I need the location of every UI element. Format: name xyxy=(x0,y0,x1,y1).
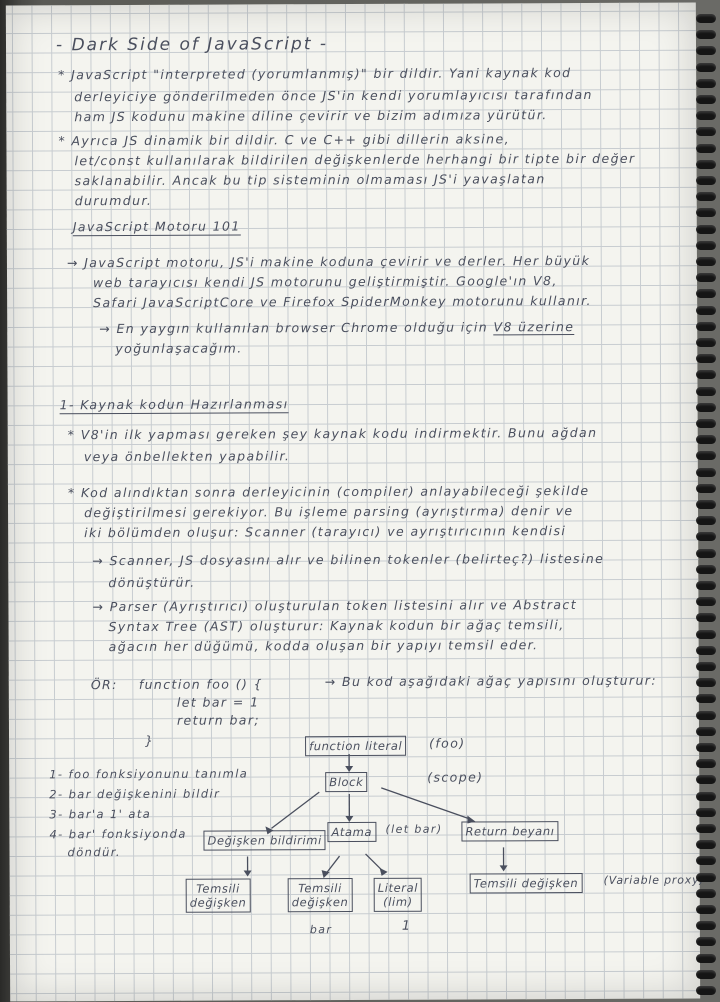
binding-ring xyxy=(696,645,716,655)
binding-ring xyxy=(696,905,716,914)
binding-ring xyxy=(696,840,716,850)
node-function-literal: function literal xyxy=(305,735,407,757)
binding-ring xyxy=(696,30,716,40)
binding-ring xyxy=(696,354,716,364)
binding-ring xyxy=(696,662,716,671)
binding-ring xyxy=(696,419,716,428)
leaf1-line1: Temsili xyxy=(196,881,240,896)
binding-ring xyxy=(696,224,716,234)
binding-ring xyxy=(696,62,716,72)
binding-ring xyxy=(696,305,716,315)
binding-ring xyxy=(696,483,716,493)
binding-ring xyxy=(696,694,716,704)
binding-ring xyxy=(696,402,716,412)
binding-ring xyxy=(696,824,716,833)
binding-ring xyxy=(696,564,716,574)
binding-ring xyxy=(696,143,716,153)
binding-ring xyxy=(696,386,716,396)
leaf3-line1: Literal xyxy=(377,880,419,895)
binding-ring xyxy=(696,548,716,558)
node-leaf-literal: Literal (lim) xyxy=(373,877,423,912)
notebook-page: - Dark Side of JavaScript - * JavaScript… xyxy=(5,2,705,1002)
binding-ring xyxy=(696,710,716,720)
edge-block-decl xyxy=(271,791,320,829)
node-leaf-var-proxy: Temsili değişken xyxy=(469,873,583,894)
binding-ring xyxy=(696,888,716,898)
binding-ring xyxy=(696,807,716,817)
ast-connectors xyxy=(243,754,508,879)
binding-ring xyxy=(696,775,716,785)
binding-ring xyxy=(696,516,716,526)
binding-ring xyxy=(696,111,716,121)
binding-ring xyxy=(696,14,716,23)
binding-ring xyxy=(696,597,716,607)
node-assignment-note: (let bar) xyxy=(385,822,443,836)
binding-ring xyxy=(696,257,716,266)
binding-ring xyxy=(696,759,716,769)
binding-ring xyxy=(696,159,716,169)
binding-ring xyxy=(696,95,716,104)
binding-ring xyxy=(696,678,716,688)
node-block-note: (scope) xyxy=(427,769,484,785)
binding-ring xyxy=(696,370,716,380)
binding-ring xyxy=(696,969,716,979)
node-leaf-var-1: Temsili değişken xyxy=(185,878,251,913)
binding-ring xyxy=(696,127,716,137)
node-leaf-var-2: Temsili değişken xyxy=(287,878,353,913)
leaf3-note: 1 xyxy=(401,918,412,934)
node-return: Return beyanı xyxy=(461,821,559,842)
node-block: Block xyxy=(325,771,368,793)
edge-assign-leaf2 xyxy=(325,855,341,875)
binding-ring xyxy=(696,46,716,56)
leaf2-line2: değişken xyxy=(291,895,349,910)
binding-ring xyxy=(696,176,716,185)
binding-ring xyxy=(696,937,716,947)
leaf2-line1: Temsili xyxy=(298,881,342,896)
binding-ring xyxy=(696,953,716,963)
binding-ring xyxy=(696,273,716,283)
binding-ring xyxy=(696,581,716,590)
binding-ring xyxy=(696,791,716,801)
binding-ring xyxy=(696,726,716,736)
binding-ring xyxy=(696,629,716,639)
binding-ring xyxy=(696,986,716,995)
binding-ring xyxy=(696,743,716,752)
leaf3-line2: (lim) xyxy=(383,894,413,909)
binding-ring xyxy=(696,856,716,866)
spiral-binding xyxy=(692,0,720,1002)
binding-ring xyxy=(696,532,716,542)
node-var-declaration: Değişken bildirimi xyxy=(203,830,326,851)
binding-ring xyxy=(696,613,716,623)
binding-ring xyxy=(696,451,716,461)
binding-ring xyxy=(696,872,716,882)
binding-ring xyxy=(696,321,716,331)
binding-ring xyxy=(696,289,716,299)
binding-ring xyxy=(696,240,716,250)
node-function-literal-note: (foo) xyxy=(429,735,466,751)
binding-ring xyxy=(696,208,716,218)
edge-block-ret xyxy=(381,787,472,821)
binding-ring xyxy=(696,78,716,88)
leaf1-line2: değişken xyxy=(189,895,247,910)
binding-ring xyxy=(696,921,716,931)
binding-ring xyxy=(696,192,716,202)
node-assignment: Atama xyxy=(327,821,377,843)
binding-ring xyxy=(696,435,716,445)
binding-ring xyxy=(696,500,716,509)
binding-ring xyxy=(696,338,716,347)
binding-ring xyxy=(696,467,716,477)
leaf2-note: bar xyxy=(309,923,333,937)
leaf4-note: (Variable proxy) xyxy=(603,873,705,887)
